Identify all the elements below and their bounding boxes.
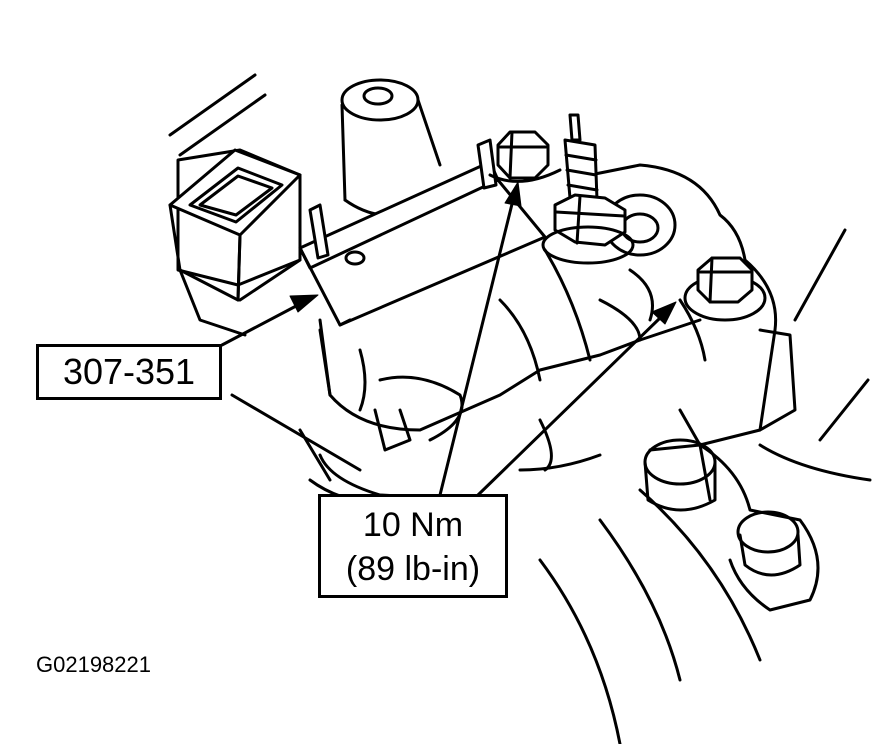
arrowhead-torque-top — [504, 181, 522, 207]
leader-tool — [220, 303, 300, 347]
housing-outline — [168, 73, 872, 744]
leader-torque-top — [438, 198, 515, 497]
bracket-bolt — [488, 130, 562, 183]
tool-number-callout: 307-351 — [36, 344, 222, 400]
stud-and-nut — [541, 113, 635, 265]
torque-imperial-label: (89 lb-in) — [345, 550, 481, 588]
arrowhead-tool — [289, 294, 319, 313]
tool-number-label: 307-351 — [62, 351, 196, 392]
sensor-body — [308, 248, 702, 508]
leader-torque-right — [476, 316, 662, 497]
alignment-tool-bracket — [298, 138, 547, 327]
arrowhead-torque-right — [651, 301, 677, 325]
mounting-flange — [588, 163, 820, 612]
figure-identifier: G02198221 — [36, 652, 151, 677]
leader-arrowheads — [289, 181, 677, 325]
flange-bolt-right — [683, 256, 767, 322]
sensor-connector — [168, 148, 302, 337]
leader-lines — [220, 198, 662, 497]
torque-spec-callout: 10 Nm (89 lb-in) — [318, 494, 508, 598]
torque-value-label: 10 Nm — [362, 506, 464, 544]
